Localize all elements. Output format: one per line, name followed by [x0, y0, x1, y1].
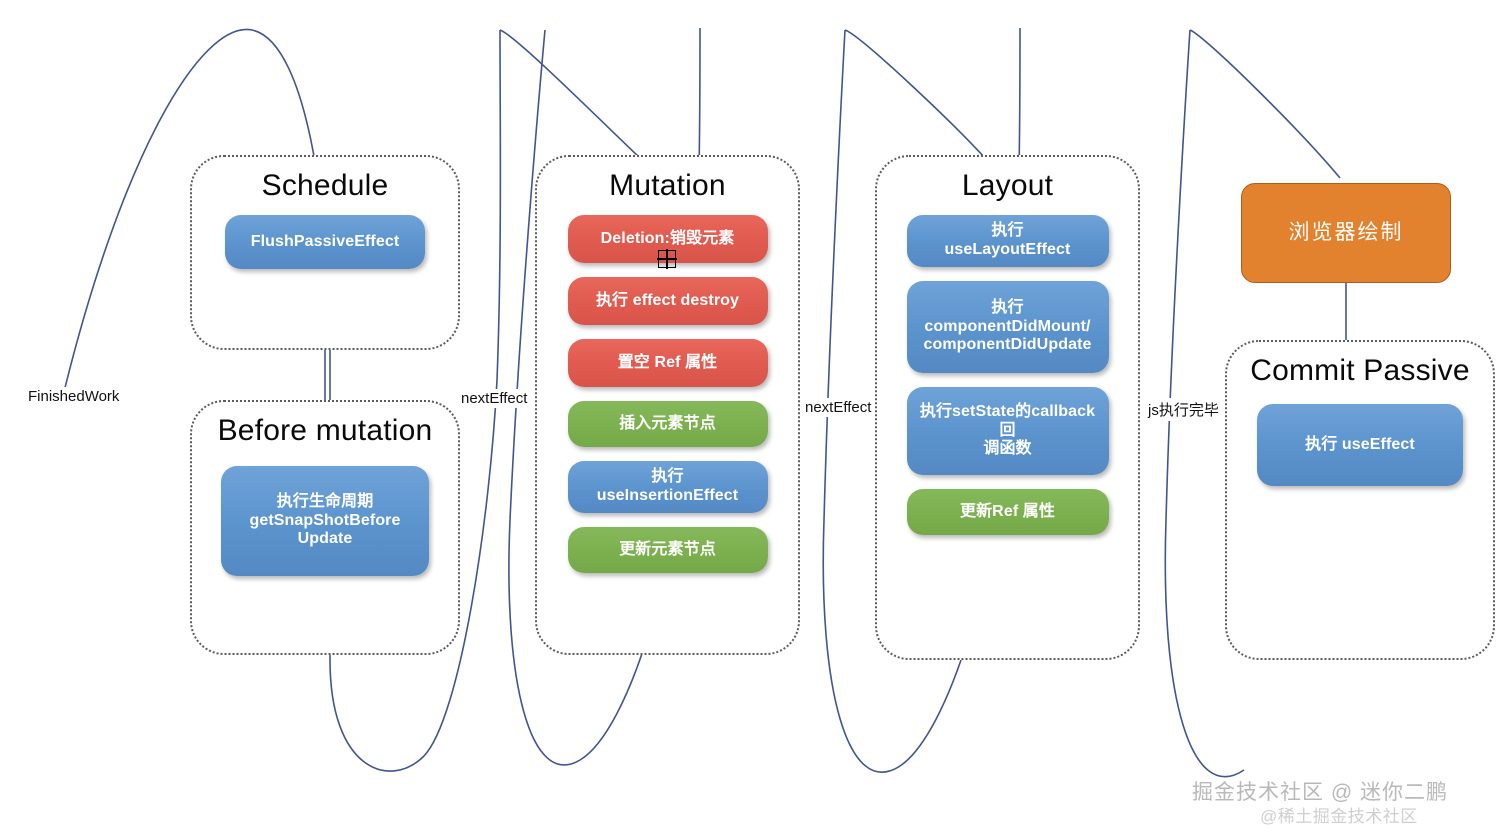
node-line-1: 执行setState的callback回 — [919, 402, 1096, 439]
node-line-2: 调函数 — [983, 440, 1032, 458]
node-line-2: useLayoutEffect — [944, 241, 1071, 258]
node-insert-element[interactable]: 插入元素节点 — [567, 401, 768, 447]
node-use-layout-effect[interactable]: 执行 useLayoutEffect — [906, 215, 1109, 267]
node-clear-ref[interactable]: 置空 Ref 属性 — [567, 339, 768, 387]
node-line-2: componentDidMount/ — [924, 317, 1091, 335]
node-effect-destroy[interactable]: 执行 effect destroy — [567, 277, 768, 325]
edge-label-next-effect-2: nextEffect — [803, 398, 874, 417]
cursor-horizontal-bar — [657, 258, 677, 260]
watermark-main: 掘金技术社区 @ 迷你二鹏 — [1192, 781, 1448, 804]
node-use-effect[interactable]: 执行 useEffect — [1257, 404, 1463, 486]
node-get-snapshot-before-update[interactable]: 执行生命周期 getSnapShotBefore Update — [221, 466, 429, 576]
node-setstate-callback[interactable]: 执行setState的callback回 调函数 — [906, 387, 1109, 475]
node-flush-passive-effect[interactable]: FlushPassiveEffect — [225, 215, 425, 269]
watermark-sub: @稀土掘金技术社区 — [1260, 807, 1418, 826]
phase-mutation: Mutation Deletion:销毁元素 执行 effect destroy… — [535, 155, 800, 655]
arc-loop-2 — [499, 29, 641, 159]
phase-body-before-mutation: 执行生命周期 getSnapShotBefore Update — [192, 460, 458, 576]
node-browser-paint[interactable]: 浏览器绘制 — [1241, 183, 1451, 283]
phase-body-commit-passive: 执行 useEffect — [1227, 400, 1493, 486]
arc-loop-4b — [1189, 29, 1341, 179]
phase-body-schedule: FlushPassiveEffect — [192, 215, 458, 269]
phase-body-layout: 执行 useLayoutEffect 执行 componentDidMount/… — [877, 215, 1138, 535]
phase-before-mutation: Before mutation 执行生命周期 getSnapShotBefore… — [190, 400, 460, 655]
phase-title-before-mutation: Before mutation — [217, 414, 433, 447]
node-use-insertion-effect[interactable]: 执行 useInsertionEffect — [567, 461, 768, 513]
phase-commit-passive: Commit Passive 执行 useEffect — [1225, 340, 1495, 660]
node-line-1: 执行 — [991, 222, 1024, 240]
node-update-element[interactable]: 更新元素节点 — [567, 527, 768, 573]
arc-loop-3b — [844, 29, 986, 159]
node-line-2: getSnapShotBefore — [249, 511, 401, 529]
watermark: 掘金技术社区 @ 迷你二鹏 @稀土掘金技术社区 — [1192, 776, 1448, 827]
edge-label-next-effect-1: nextEffect — [459, 389, 530, 408]
crosshair-cursor-icon — [657, 249, 677, 269]
node-line-2: useInsertionEffect — [596, 487, 739, 504]
phase-title-commit-passive: Commit Passive — [1250, 354, 1470, 387]
node-line-1: 执行 — [991, 298, 1024, 316]
node-line-1: 执行 — [651, 468, 684, 486]
node-line-3: componentDidUpdate — [923, 336, 1092, 354]
phase-body-mutation: Deletion:销毁元素 执行 effect destroy 置空 Ref 属… — [537, 215, 798, 573]
edge-label-js-done: js执行完毕 — [1146, 398, 1221, 421]
node-component-did-mount-update[interactable]: 执行 componentDidMount/ componentDidUpdate — [906, 281, 1109, 373]
phase-layout: Layout 执行 useLayoutEffect 执行 componentDi… — [875, 155, 1140, 660]
phase-title-mutation: Mutation — [609, 169, 726, 202]
edge-label-finished-work: FinishedWork — [26, 387, 122, 406]
node-line-1: 执行生命周期 — [276, 492, 374, 510]
phase-schedule: Schedule FlushPassiveEffect — [190, 155, 460, 350]
node-line-3: Update — [297, 530, 353, 548]
phase-title-layout: Layout — [961, 169, 1054, 202]
node-update-ref[interactable]: 更新Ref 属性 — [906, 489, 1109, 535]
phase-title-schedule: Schedule — [261, 169, 389, 202]
